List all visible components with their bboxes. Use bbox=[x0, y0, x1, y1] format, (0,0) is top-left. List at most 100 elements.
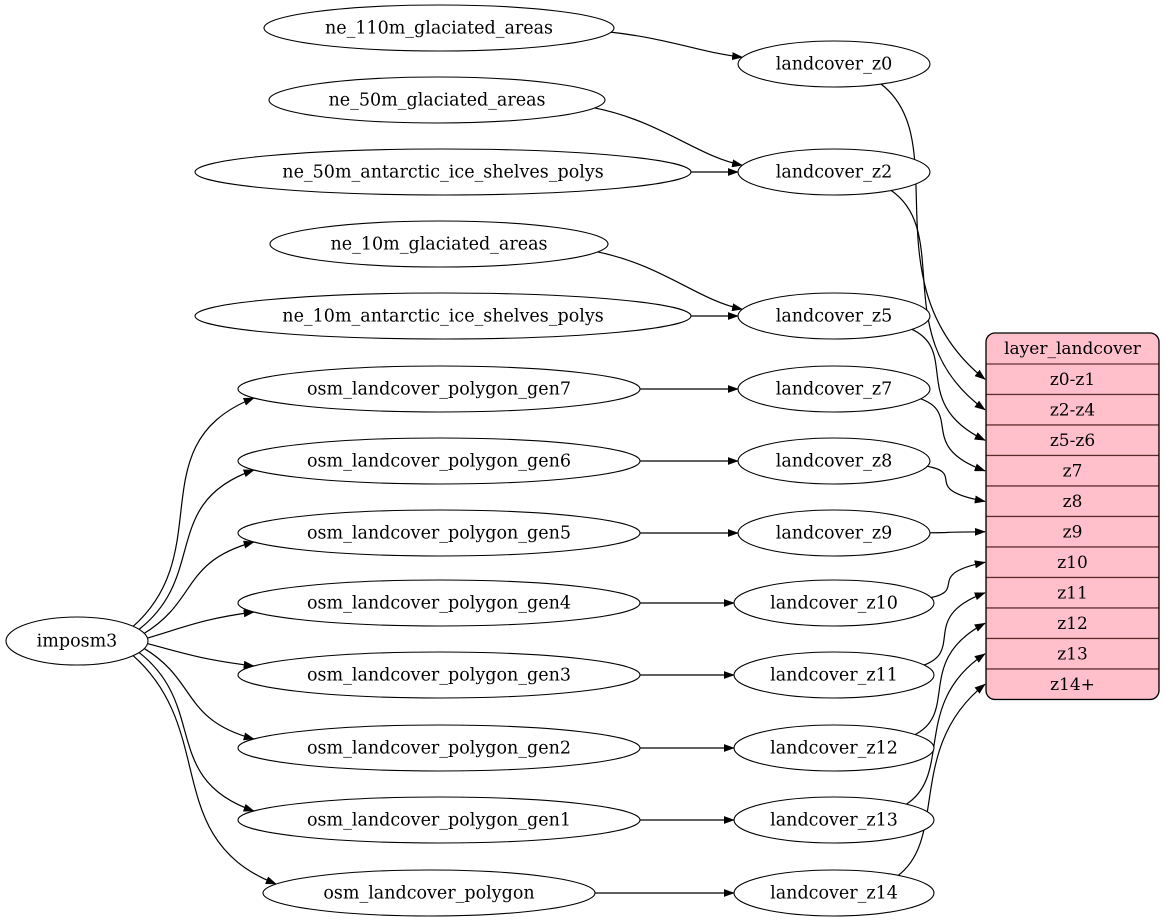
graph-node-ne_10m_glaciated_areas[interactable]: ne_10m_glaciated_areas bbox=[269, 220, 609, 268]
table-row-label: z8 bbox=[1063, 492, 1083, 512]
node-ellipse bbox=[737, 509, 931, 557]
node-ellipse bbox=[237, 651, 641, 699]
node-label: landcover_z9 bbox=[776, 524, 893, 544]
node-label: imposm3 bbox=[37, 632, 118, 652]
graph-node-landcover_z13[interactable]: landcover_z13 bbox=[733, 796, 935, 844]
edge-imposm3-to-osm_landcover_polygon_gen6 bbox=[138, 469, 255, 631]
graph-node-landcover_z0[interactable]: landcover_z0 bbox=[737, 40, 931, 88]
table-row[interactable] bbox=[986, 546, 1159, 579]
edge-imposm3-to-osm_landcover_polygon_gen4 bbox=[146, 609, 255, 639]
node-label: osm_landcover_polygon_gen2 bbox=[307, 739, 571, 759]
graph-node-landcover_z11[interactable]: landcover_z11 bbox=[733, 651, 935, 699]
table-row[interactable] bbox=[986, 485, 1159, 518]
node-ellipse bbox=[733, 796, 935, 844]
edge-landcover_z5-to-table-z5-z6 bbox=[910, 328, 986, 441]
node-label: landcover_z8 bbox=[776, 452, 893, 472]
edge-imposm3-to-osm_landcover_polygon_gen1 bbox=[138, 651, 255, 812]
graph-node-osm_landcover_polygon[interactable]: osm_landcover_polygon bbox=[262, 869, 596, 917]
edge-landcover_z12-to-table-z12 bbox=[913, 622, 986, 736]
graph-node-landcover_z14[interactable]: landcover_z14 bbox=[733, 869, 935, 917]
table-row-label: z12 bbox=[1057, 614, 1088, 634]
edge-imposm3-to-osm_landcover_polygon_gen2 bbox=[143, 647, 255, 741]
nodes-layer: imposm3 ne_110m_glaciated_areas ne_50m_gla… bbox=[5, 4, 935, 917]
table-row-label: z10 bbox=[1057, 553, 1088, 573]
node-label: landcover_z11 bbox=[770, 666, 898, 686]
node-ellipse bbox=[237, 579, 641, 627]
table-row[interactable] bbox=[986, 363, 1159, 396]
table-row[interactable] bbox=[986, 668, 1159, 700]
node-ellipse bbox=[237, 509, 641, 557]
graph-node-landcover_z7[interactable]: landcover_z7 bbox=[737, 365, 931, 413]
node-ellipse bbox=[737, 437, 931, 485]
node-label: landcover_z7 bbox=[776, 380, 893, 400]
node-label: osm_landcover_polygon_gen5 bbox=[307, 524, 571, 544]
node-label: osm_landcover_polygon_gen7 bbox=[307, 380, 571, 400]
node-ellipse bbox=[268, 76, 606, 124]
table-header-label: layer_landcover bbox=[1004, 339, 1142, 359]
node-label: osm_landcover_polygon_gen4 bbox=[307, 594, 571, 614]
graph-node-landcover_z12[interactable]: landcover_z12 bbox=[733, 724, 935, 772]
table-row-label: z14+ bbox=[1050, 675, 1095, 695]
node-ellipse bbox=[263, 4, 615, 52]
edge-landcover_z9-to-table-z9 bbox=[927, 527, 986, 536]
node-ellipse bbox=[237, 437, 641, 485]
graph-node-ne_50m_antarctic_ice_shelves_polys[interactable]: ne_50m_antarctic_ice_shelves_polys bbox=[194, 148, 692, 196]
node-label: landcover_z12 bbox=[770, 739, 898, 759]
node-label: landcover_z5 bbox=[776, 307, 893, 327]
node-label: ne_110m_glaciated_areas bbox=[325, 19, 553, 39]
node-ellipse bbox=[737, 292, 931, 340]
edge-landcover_z14-to-table-z14+ bbox=[896, 683, 986, 877]
edge-landcover_z13-to-table-z13 bbox=[904, 653, 986, 806]
edge-imposm3-to-osm_landcover_polygon_gen5 bbox=[143, 540, 255, 635]
node-ellipse bbox=[733, 579, 935, 627]
edge-landcover_z8-to-table-z8 bbox=[924, 465, 986, 504]
node-label: landcover_z2 bbox=[776, 163, 893, 183]
node-ellipse bbox=[5, 616, 149, 666]
edges-layer bbox=[132, 31, 986, 897]
edge-ne_10m_glaciated_areas-to-landcover_z5 bbox=[596, 251, 744, 312]
node-ellipse bbox=[737, 148, 931, 196]
graph-node-ne_10m_antarctic_ice_shelves_polys[interactable]: ne_10m_antarctic_ice_shelves_polys bbox=[194, 292, 692, 340]
edge-landcover_z10-to-table-z10 bbox=[928, 560, 986, 599]
edge-imposm3-to-osm_landcover_polygon_gen3 bbox=[146, 642, 255, 669]
table-outline bbox=[985, 332, 1160, 701]
graph-node-ne_50m_glaciated_areas[interactable]: ne_50m_glaciated_areas bbox=[268, 76, 606, 124]
node-label: landcover_z14 bbox=[770, 884, 898, 904]
node-ellipse bbox=[737, 40, 931, 88]
graph-node-osm_landcover_polygon_gen6[interactable]: osm_landcover_polygon_gen6 bbox=[237, 437, 641, 485]
graph-node-landcover_z9[interactable]: landcover_z9 bbox=[737, 509, 931, 557]
graph-node-landcover_z2[interactable]: landcover_z2 bbox=[737, 148, 931, 196]
node-label: ne_10m_antarctic_ice_shelves_polys bbox=[282, 307, 603, 327]
edge-landcover_z7-to-table-z7 bbox=[918, 397, 986, 472]
graph-node-osm_landcover_polygon_gen5[interactable]: osm_landcover_polygon_gen5 bbox=[237, 509, 641, 557]
graph-node-ne_110m_glaciated_areas[interactable]: ne_110m_glaciated_areas bbox=[263, 4, 615, 52]
graph-node-landcover_z10[interactable]: landcover_z10 bbox=[733, 579, 935, 627]
node-label: landcover_z13 bbox=[770, 811, 898, 831]
node-ellipse bbox=[237, 796, 641, 844]
node-ellipse bbox=[733, 869, 935, 917]
node-ellipse bbox=[237, 724, 641, 772]
graph-node-osm_landcover_polygon_gen3[interactable]: osm_landcover_polygon_gen3 bbox=[237, 651, 641, 699]
graph-node-landcover_z5[interactable]: landcover_z5 bbox=[737, 292, 931, 340]
node-ellipse bbox=[194, 148, 692, 196]
edge-landcover_z11-to-table-z11 bbox=[922, 592, 986, 667]
table-row-label: z9 bbox=[1063, 522, 1083, 542]
graph-node-osm_landcover_polygon_gen2[interactable]: osm_landcover_polygon_gen2 bbox=[237, 724, 641, 772]
node-ellipse bbox=[269, 220, 609, 268]
node-label: osm_landcover_polygon_gen1 bbox=[307, 811, 571, 831]
graph-node-landcover_z8[interactable]: landcover_z8 bbox=[737, 437, 931, 485]
graph-node-osm_landcover_polygon_gen7[interactable]: osm_landcover_polygon_gen7 bbox=[237, 365, 641, 413]
graph-node-osm_landcover_polygon_gen4[interactable]: osm_landcover_polygon_gen4 bbox=[237, 579, 641, 627]
edge-landcover_z0-to-table-z0-z1 bbox=[879, 82, 986, 380]
table-row[interactable] bbox=[986, 607, 1159, 640]
layer-landcover-table[interactable]: layer_landcoverz0-z1z2-z4z5-z6z7z8z9z10z… bbox=[985, 332, 1160, 701]
node-label: ne_50m_glaciated_areas bbox=[329, 91, 546, 111]
table-row-label: z2-z4 bbox=[1050, 400, 1095, 420]
graph-node-osm_landcover_polygon_gen1[interactable]: osm_landcover_polygon_gen1 bbox=[237, 796, 641, 844]
edge-imposm3-to-osm_landcover_polygon bbox=[132, 654, 277, 885]
table-row-label: z0-z1 bbox=[1050, 370, 1095, 390]
node-label: ne_50m_antarctic_ice_shelves_polys bbox=[282, 163, 603, 183]
graph-node-imposm3[interactable]: imposm3 bbox=[5, 616, 149, 666]
table-row[interactable] bbox=[986, 637, 1159, 670]
node-label: osm_landcover_polygon_gen3 bbox=[307, 666, 571, 686]
